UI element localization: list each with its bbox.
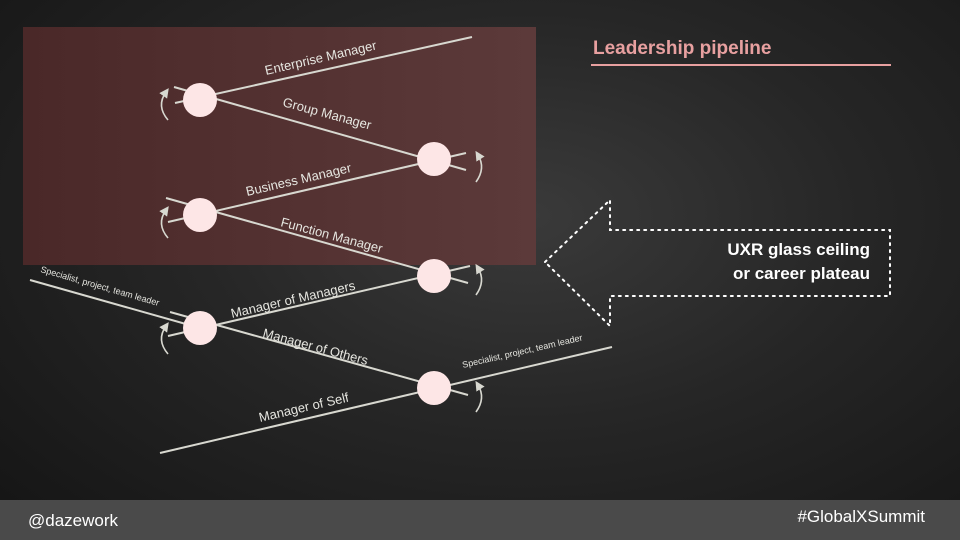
pipeline-node (417, 371, 451, 405)
slide-title: Leadership pipeline (593, 38, 772, 59)
pipeline-nodes (183, 83, 451, 405)
pipeline-node (183, 83, 217, 117)
event-hashtag: #GlobalXSummit (797, 507, 925, 526)
leadership-pipeline-diagram: Specialist, project, team leader Manager… (23, 27, 891, 454)
callout-line-2: or career plateau (732, 264, 870, 283)
plateau-highlight-box (23, 27, 536, 265)
pipeline-node (417, 259, 451, 293)
stage-label-specialist-left: Specialist, project, team leader (39, 264, 160, 308)
callout-arrow-outline (543, 197, 891, 329)
turn-arrow (159, 88, 169, 121)
turn-arrows (159, 88, 485, 413)
stage-label-manager-of-others: Manager of Others (261, 325, 370, 368)
turn-arrow (475, 150, 485, 183)
pipeline-node (183, 311, 217, 345)
callout-line-1: UXR glass ceiling (727, 240, 870, 259)
twitter-handle: @dazework (28, 511, 119, 530)
callout-text: UXR glass ceiling or career plateau (640, 238, 870, 286)
turn-arrow (475, 263, 485, 296)
pipeline-node (183, 198, 217, 232)
pipeline-lines (29, 36, 613, 454)
turn-arrow (159, 322, 169, 355)
footer-bar: @dazework #GlobalXSummit (0, 500, 960, 540)
title-underline (591, 64, 891, 66)
stage-label-specialist-right: Specialist, project, team leader (461, 333, 583, 370)
stage-label-manager-of-managers: Manager of Managers (229, 278, 357, 321)
turn-arrow (159, 206, 169, 239)
turn-arrow (475, 380, 485, 413)
pipeline-node (417, 142, 451, 176)
